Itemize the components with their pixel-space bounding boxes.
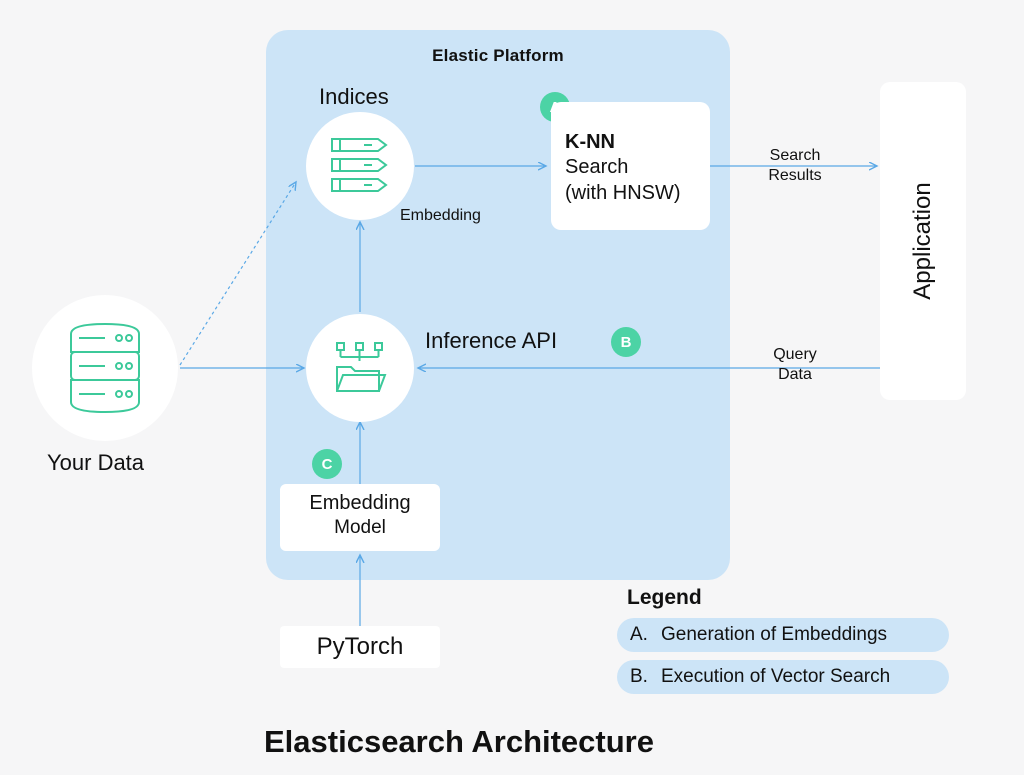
your-data-node [32, 295, 178, 441]
knn-title: K-NN [565, 131, 615, 153]
legend-item-text: Execution of Vector Search [661, 666, 891, 687]
folder-tree-icon [336, 342, 387, 392]
knn-line3: (with HNSW) [565, 182, 681, 204]
knn-search-card: K-NN Search (with HNSW) [551, 102, 710, 230]
inference-node [306, 314, 414, 422]
embedding-model-card: Embedding Model [280, 484, 440, 551]
search-results-label: Search Results [768, 147, 822, 184]
arrow-data-to-indices [179, 182, 296, 366]
badge-b: B [611, 327, 641, 357]
legend-item-letter: A. [630, 624, 648, 645]
index-stack-icon [331, 138, 388, 192]
embedding-model-line2: Model [334, 517, 386, 538]
indices-node [306, 112, 414, 220]
legend-item-text: Generation of Embeddings [661, 624, 888, 645]
your-data-label: Your Data [47, 450, 145, 475]
database-server-icon [70, 322, 140, 414]
pytorch-box: PyTorch [280, 626, 440, 668]
legend-item-letter: B. [630, 666, 648, 687]
indices-label: Indices [319, 84, 389, 109]
query-data-label: Query Data [773, 346, 817, 383]
embedding-edge-label: Embedding [400, 207, 481, 224]
diagram-title: Elasticsearch Architecture [264, 724, 654, 759]
badge-c: C [312, 449, 342, 479]
application-label: Application [909, 182, 936, 300]
inference-api-label: Inference API [425, 328, 558, 353]
legend-item-a: A. Generation of Embeddings [617, 618, 949, 652]
legend-title: Legend [627, 586, 702, 609]
platform-title: Elastic Platform [432, 46, 564, 65]
knn-line2: Search [565, 156, 629, 178]
embedding-model-line1: Embedding [309, 492, 411, 514]
application-box: Application [880, 82, 966, 400]
legend-item-b: B. Execution of Vector Search [617, 660, 949, 694]
